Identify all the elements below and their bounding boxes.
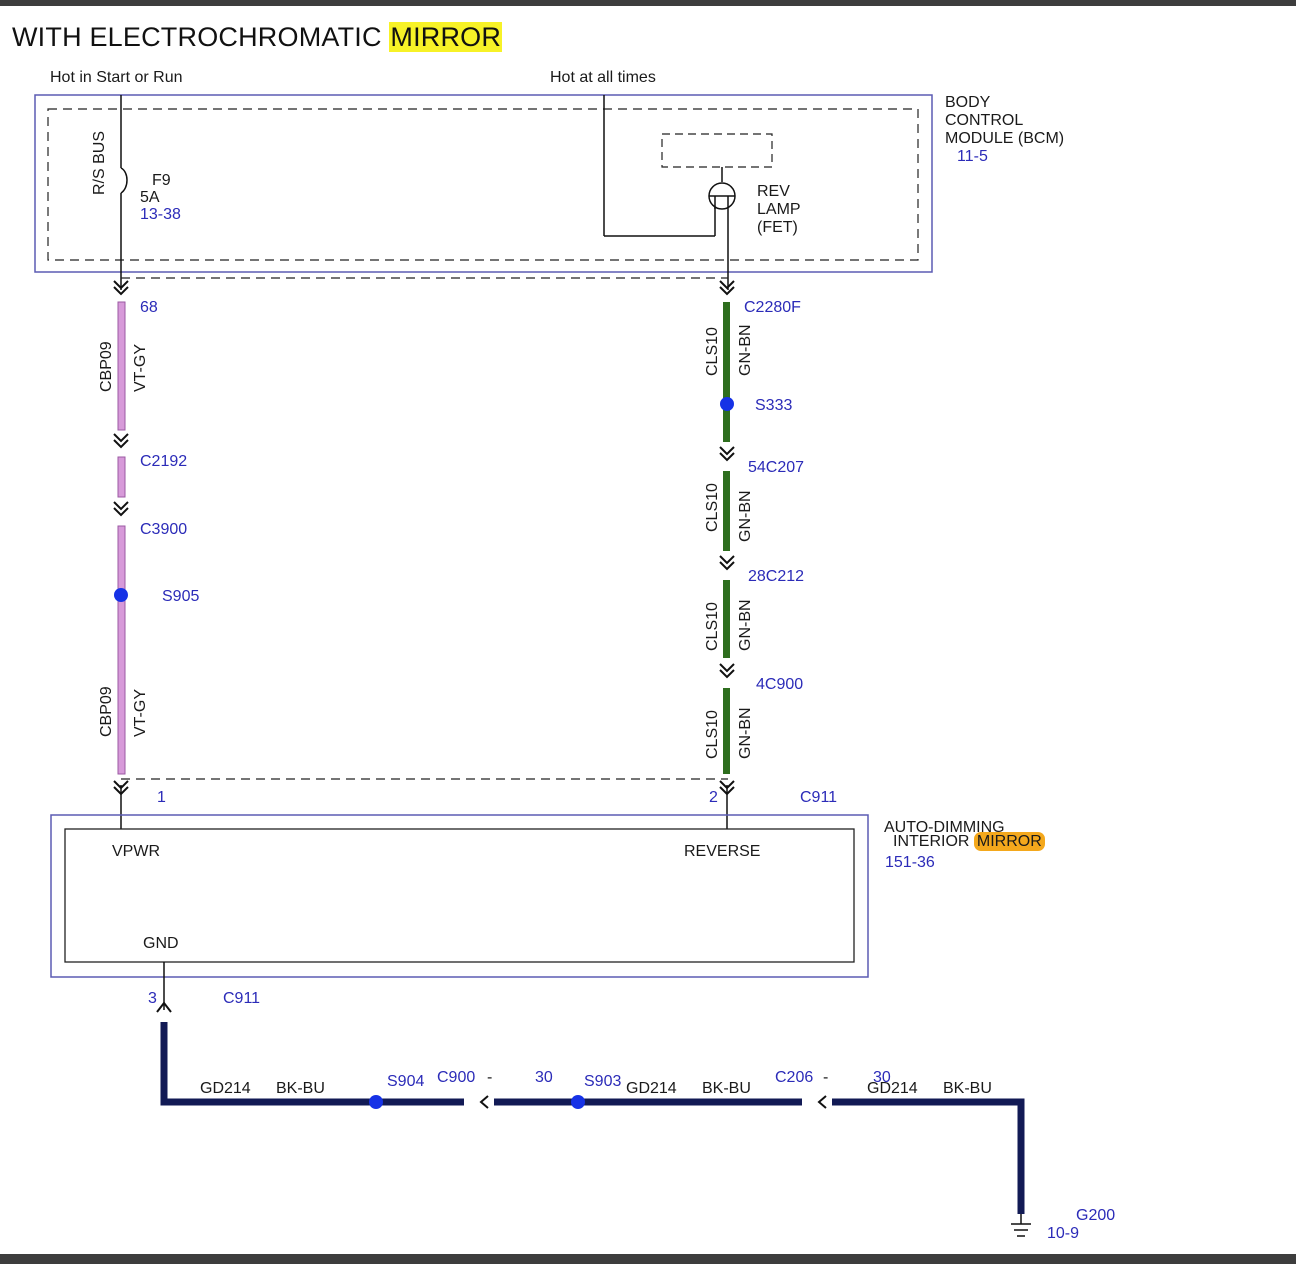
ground-splice2[interactable]: S903 xyxy=(584,1073,621,1090)
mirror-ref[interactable]: 151-36 xyxy=(885,854,935,871)
ground-connector[interactable]: C911 xyxy=(223,990,260,1007)
right-circuit-id-2: CLS10 xyxy=(704,483,721,532)
right-circuit-color-2: GN-BN xyxy=(737,490,754,542)
left-pin-top[interactable]: 68 xyxy=(140,299,158,316)
right-connector-c900[interactable]: 4C900 xyxy=(756,676,803,693)
mirror-inner-box xyxy=(64,828,855,963)
fet-label-3: (FET) xyxy=(757,219,798,236)
left-connector-c3900[interactable]: C3900 xyxy=(140,521,187,538)
right-pin-bottom[interactable]: 2 xyxy=(709,789,718,806)
left-connector-arrow-c3900 xyxy=(113,501,129,516)
top-border xyxy=(0,0,1296,6)
right-connector-c207[interactable]: 54C207 xyxy=(748,459,804,476)
bcm-ref[interactable]: 11-5 xyxy=(957,148,988,165)
mirror-label-2-wrap: INTERIOR MIRROR xyxy=(893,832,1045,851)
ground-conn2-pin2[interactable]: 30 xyxy=(873,1069,891,1086)
fet-label-2: LAMP xyxy=(757,201,801,218)
ground-seg2-circuit: GD214 xyxy=(626,1080,677,1097)
pin-reverse: REVERSE xyxy=(684,843,760,860)
ground-arrow-c900 xyxy=(479,1095,489,1109)
splice-s905[interactable] xyxy=(114,588,128,602)
ground-pin[interactable]: 3 xyxy=(148,990,157,1007)
bcm-label-3: MODULE (BCM) xyxy=(945,130,1064,147)
ground-seg1-color: BK-BU xyxy=(276,1080,325,1097)
right-splice-label[interactable]: S333 xyxy=(755,397,792,414)
right-circuit-wire[interactable] xyxy=(723,302,730,829)
ground-seg2-color: BK-BU xyxy=(702,1080,751,1097)
label-hot-all-times: Hot at all times xyxy=(550,69,656,86)
ground-point[interactable]: G200 xyxy=(1076,1207,1115,1224)
mirror-label-2: INTERIOR xyxy=(893,833,974,850)
right-circuit-color-3: GN-BN xyxy=(737,599,754,651)
splice-s333[interactable] xyxy=(720,397,734,411)
fet-label-1: REV xyxy=(757,183,790,200)
bcm-module-box[interactable] xyxy=(34,94,933,273)
splice-s903[interactable] xyxy=(571,1095,585,1109)
fuse-ref[interactable]: 13-38 xyxy=(140,206,181,223)
fet-dashed-box xyxy=(661,133,773,168)
left-connector-c2192[interactable]: C2192 xyxy=(140,453,187,470)
ground-arrow-c206 xyxy=(817,1095,827,1109)
mirror-connector-top[interactable]: C911 xyxy=(800,789,837,806)
ground-seg3-circuit: GD214 xyxy=(867,1080,918,1097)
left-circuit-wire[interactable] xyxy=(117,301,126,829)
pin-gnd: GND xyxy=(143,935,179,952)
left-circuit-id-1: CBP09 xyxy=(98,341,115,392)
pin-vpwr: VPWR xyxy=(112,843,160,860)
right-circuit-id-3: CLS10 xyxy=(704,602,721,651)
ground-seg1-circuit: GD214 xyxy=(200,1080,251,1097)
page-title: WITH ELECTROCHROMATIC MIRROR xyxy=(12,22,503,53)
fuse-id: F9 xyxy=(152,172,171,189)
bcm-label-2: CONTROL xyxy=(945,112,1023,129)
ground-symbol-icon xyxy=(1011,1214,1031,1237)
left-circuit-id-2: CBP09 xyxy=(98,686,115,737)
mirror-label-highlight: MIRROR xyxy=(973,832,1045,851)
bcm-label-1: BODY xyxy=(945,94,991,111)
ground-circuit-wire[interactable] xyxy=(160,1022,1025,1214)
right-connector-arrow-c207 xyxy=(719,446,735,461)
rs-bus-label: R/S BUS xyxy=(91,131,108,195)
ground-conn2-pin: - xyxy=(823,1069,828,1086)
left-connector-arrow-c2192 xyxy=(113,433,129,448)
right-circuit-color-1: GN-BN xyxy=(737,324,754,376)
right-connector-c212[interactable]: 28C212 xyxy=(748,568,804,585)
title-prefix: WITH ELECTROCHROMATIC xyxy=(12,22,390,52)
fuse-rating: 5A xyxy=(140,189,160,206)
ground-conn1[interactable]: C900 xyxy=(437,1069,475,1086)
ground-splice1[interactable]: S904 xyxy=(387,1073,424,1090)
fuse-icon xyxy=(120,167,128,194)
bottom-border xyxy=(0,1254,1296,1264)
ground-ref[interactable]: 10-9 xyxy=(1047,1225,1079,1242)
ground-conn1-pin2[interactable]: 30 xyxy=(535,1069,553,1086)
splice-s904[interactable] xyxy=(369,1095,383,1109)
mirror-label-1: AUTO-DIMMING xyxy=(884,819,1005,836)
ground-conn1-pin: - xyxy=(487,1069,492,1086)
ground-connector-arrow xyxy=(156,1001,172,1013)
right-circuit-id-1: CLS10 xyxy=(704,327,721,376)
right-circuit-id-4: CLS10 xyxy=(704,710,721,759)
right-connector-arrow-top xyxy=(719,280,735,295)
right-circuit-color-4: GN-BN xyxy=(737,707,754,759)
label-hot-start-run: Hot in Start or Run xyxy=(50,69,183,86)
ground-seg3-color: BK-BU xyxy=(943,1080,992,1097)
left-pin-bottom[interactable]: 1 xyxy=(157,789,166,806)
left-circuit-color-1: VT-GY xyxy=(132,344,149,392)
mirror-module-box[interactable] xyxy=(50,814,869,978)
ground-conn2[interactable]: C206 xyxy=(775,1069,813,1086)
right-connector-arrow-c212 xyxy=(719,555,735,570)
title-highlight: MIRROR xyxy=(389,22,503,52)
right-connector-arrow-c900 xyxy=(719,663,735,678)
right-connector-top[interactable]: C2280F xyxy=(744,299,801,316)
left-splice-label[interactable]: S905 xyxy=(162,588,199,605)
left-circuit-color-2: VT-GY xyxy=(132,689,149,737)
bcm-inner-dashed xyxy=(47,108,919,261)
